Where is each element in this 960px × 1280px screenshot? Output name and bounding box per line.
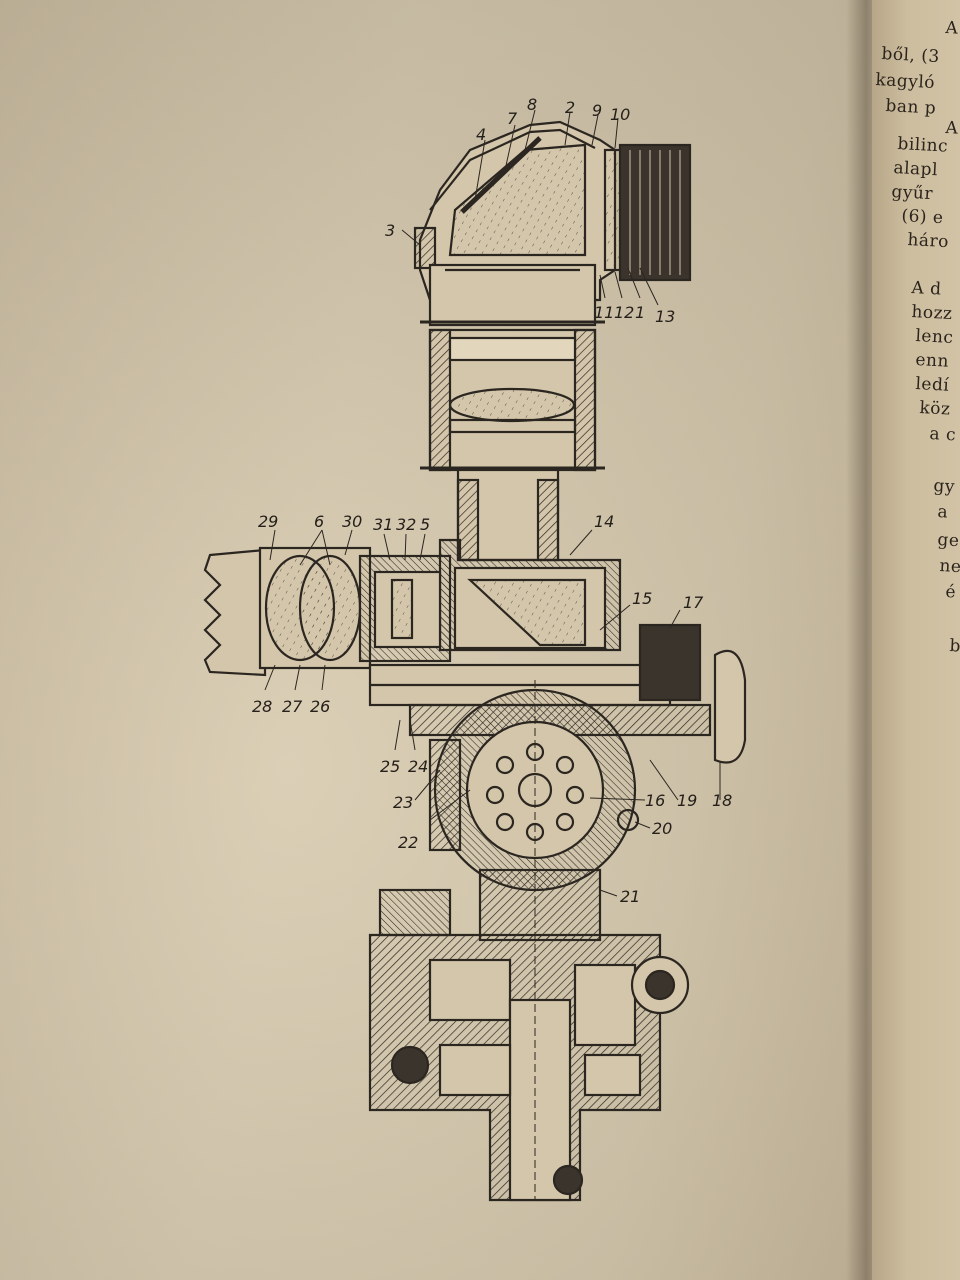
label-18: 18: [712, 791, 732, 810]
text-line: kagyló: [874, 70, 936, 94]
label-16: 16: [645, 791, 665, 810]
facing-page: A ből, (3 kagyló ban p A bilinc alapl gy…: [872, 0, 960, 1280]
text-line: ne: [938, 556, 960, 578]
text-line: alapl: [892, 158, 939, 181]
label-10: 10: [610, 105, 630, 124]
text-line: gyűr: [890, 182, 934, 205]
label-12: 12: [614, 303, 634, 322]
label-24: 24: [408, 757, 428, 776]
label-7: 7: [507, 109, 518, 128]
label-2: 2: [565, 98, 575, 117]
text-line: b: [948, 636, 960, 657]
label-9: 9: [592, 101, 602, 120]
part-labels: 4 7 8 2 9 10 3 11 12 1 13 14 15 17 29 6 …: [252, 95, 732, 906]
text-line: ban p: [884, 96, 937, 119]
text-line: ge: [936, 530, 960, 552]
eyecup-knurled: [618, 143, 692, 282]
label-4: 4: [476, 125, 486, 144]
rubber-eyecup: [203, 548, 267, 677]
label-22: 22: [398, 833, 418, 852]
label-25: 25: [380, 757, 400, 776]
label-14: 14: [594, 512, 614, 531]
porro-prism: [467, 578, 587, 647]
label-26: 26: [310, 697, 330, 716]
leader-lines: [264, 109, 721, 897]
text-line: ledí: [914, 374, 950, 396]
text-line: enn: [914, 350, 950, 372]
end-knob: [713, 649, 747, 764]
support-column: [478, 868, 602, 942]
label-13: 13: [655, 307, 675, 326]
text-line: háro: [906, 230, 950, 253]
text-line: (6) e: [900, 206, 944, 229]
text-line: A: [944, 18, 959, 39]
label-19: 19: [677, 791, 697, 810]
label-30: 30: [342, 512, 362, 531]
text-line: köz: [918, 398, 951, 420]
label-1: 1: [635, 303, 645, 322]
label-17: 17: [683, 593, 704, 612]
text-line: ből, (3: [880, 44, 941, 68]
label-28: 28: [252, 697, 272, 716]
eyepiece-lens-2: [298, 554, 362, 662]
text-line: hozz: [910, 302, 954, 325]
text-line: lenc: [914, 326, 954, 348]
label-8: 8: [527, 95, 537, 114]
text-line: gy: [932, 476, 956, 498]
label-29: 29: [258, 512, 278, 531]
text-line: a c: [928, 424, 957, 446]
label-15: 15: [632, 589, 652, 608]
drawing-lines: [203, 120, 747, 1202]
center-spindle: [508, 998, 572, 1202]
knurled-knob: [638, 623, 702, 702]
label-6: 6: [314, 512, 324, 531]
label-32: 32: [396, 515, 416, 534]
label-5: 5: [420, 515, 430, 534]
text-line: A: [944, 118, 959, 139]
text-line: A d: [910, 278, 943, 300]
text-line: é: [944, 582, 957, 603]
label-23: 23: [393, 793, 413, 812]
label-3: 3: [385, 221, 395, 240]
upper-tube: [428, 263, 597, 327]
objective-lens: [448, 387, 576, 423]
label-31: 31: [373, 515, 393, 534]
text-line: a: [936, 502, 949, 523]
label-20: 20: [652, 819, 672, 838]
text-line: bilinc: [896, 134, 949, 157]
label-11: 11: [594, 303, 614, 322]
label-27: 27: [282, 697, 303, 716]
label-21: 21: [620, 887, 640, 906]
